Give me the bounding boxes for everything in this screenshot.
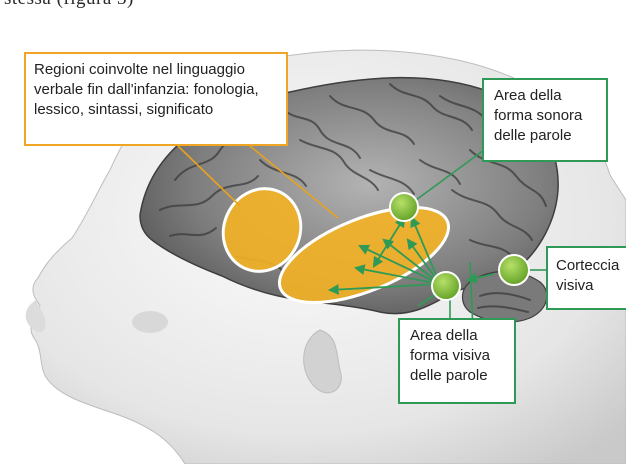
callout-auditory-word-form-line-3: delle parole <box>494 126 596 146</box>
callout-language-regions: Regioni coinvolte nel linguaggio verbale… <box>24 52 288 146</box>
callout-auditory-word-form-line-1: Area della <box>494 86 596 106</box>
callout-visual-word-form-line-2: forma visiva <box>410 346 504 366</box>
eye-socket <box>132 311 168 333</box>
callout-visual-word-form-line-3: delle parole <box>410 366 504 386</box>
callout-auditory-word-form-line-2: forma sonora <box>494 106 596 126</box>
callout-visual-word-form-line-1: Area della <box>410 326 504 346</box>
callout-language-regions-line-3: lessico, sintassi, significato <box>34 100 278 120</box>
auditory-word-form-node <box>390 193 418 221</box>
callout-language-regions-line-2: verbale fin dall'infanzia: fonologia, <box>34 80 278 100</box>
visual-cortex-node <box>499 255 529 285</box>
visual-word-form-node <box>432 272 460 300</box>
callout-language-regions-line-1: Regioni coinvolte nel linguaggio <box>34 60 278 80</box>
callout-visual-cortex: Corteccia visiva <box>546 246 626 310</box>
callout-visual-word-form: Area della forma visiva delle parole <box>398 318 516 404</box>
callout-auditory-word-form: Area della forma sonora delle parole <box>482 78 608 162</box>
callout-visual-cortex-line-2: visiva <box>556 276 626 296</box>
callout-visual-cortex-line-1: Corteccia <box>556 256 626 276</box>
